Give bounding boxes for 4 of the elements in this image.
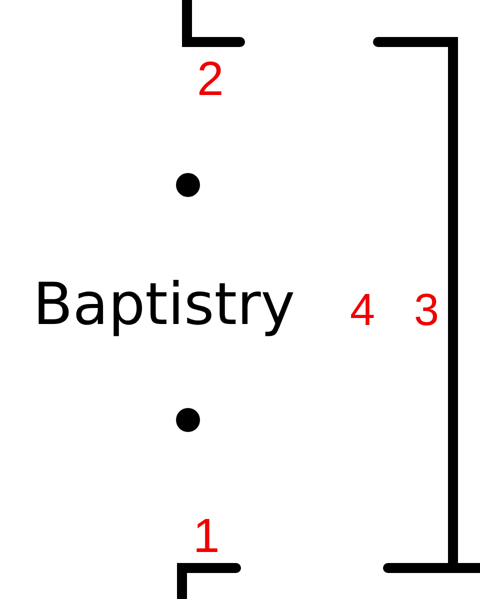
callout-number: 2 — [197, 56, 224, 104]
callout-number: 3 — [414, 287, 440, 332]
callout-number: 4 — [350, 287, 376, 332]
callout-number: 1 — [193, 513, 220, 561]
